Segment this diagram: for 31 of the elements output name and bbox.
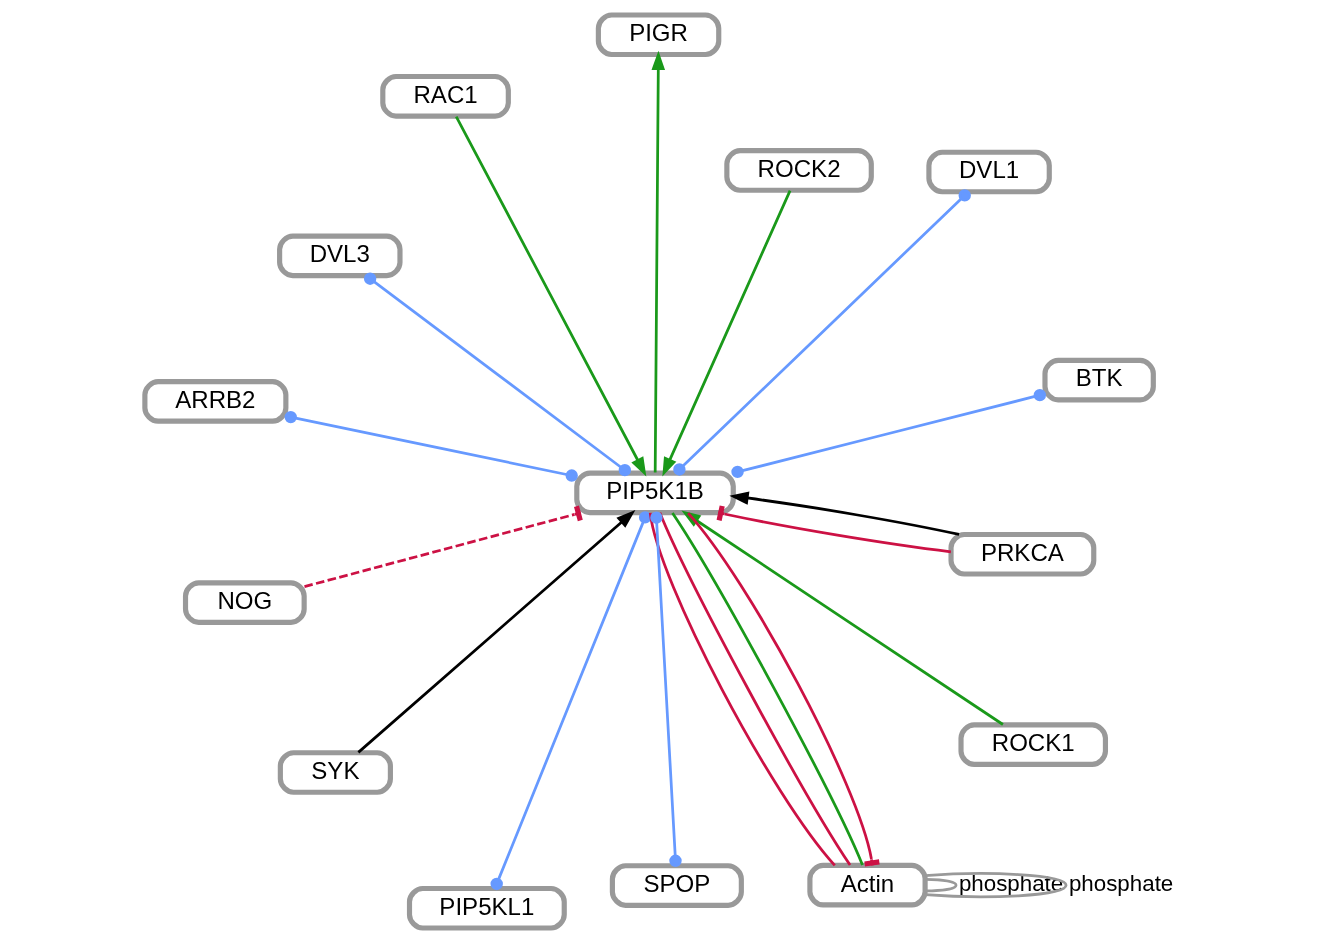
arrow bbox=[661, 190, 791, 477]
node-box: ROCK1 bbox=[957, 722, 1108, 768]
connector bbox=[649, 511, 682, 867]
node-box: DVL3 bbox=[276, 233, 403, 279]
node-box: SPOP bbox=[609, 863, 744, 908]
arrow bbox=[728, 491, 959, 536]
edge-label: phosphate bbox=[958, 871, 1063, 896]
node-box: DVL1 bbox=[925, 149, 1052, 195]
connector bbox=[716, 505, 951, 554]
node-box: SYK bbox=[277, 750, 393, 795]
connector bbox=[730, 389, 1046, 479]
node-box: PIP5KL1 bbox=[406, 885, 567, 931]
node-box: PRKCA bbox=[947, 531, 1096, 577]
node-box: NOG bbox=[182, 580, 307, 625]
connector bbox=[924, 872, 1067, 899]
connector bbox=[924, 878, 957, 893]
connector bbox=[363, 272, 631, 477]
node-box: ARRB2 bbox=[141, 379, 288, 424]
arrow bbox=[651, 50, 665, 473]
connector bbox=[303, 505, 583, 588]
node-box: RAC1 bbox=[379, 73, 511, 119]
node-box: Actin bbox=[806, 862, 928, 908]
node-box: PIGR bbox=[595, 12, 721, 58]
connector bbox=[284, 410, 578, 482]
edge-label: phosphate bbox=[1068, 871, 1173, 896]
arrow bbox=[454, 115, 646, 477]
arrow bbox=[356, 510, 635, 754]
node-box: ROCK2 bbox=[723, 148, 874, 193]
connector bbox=[672, 189, 971, 476]
node-box: BTK bbox=[1041, 357, 1156, 403]
connector bbox=[490, 511, 651, 891]
